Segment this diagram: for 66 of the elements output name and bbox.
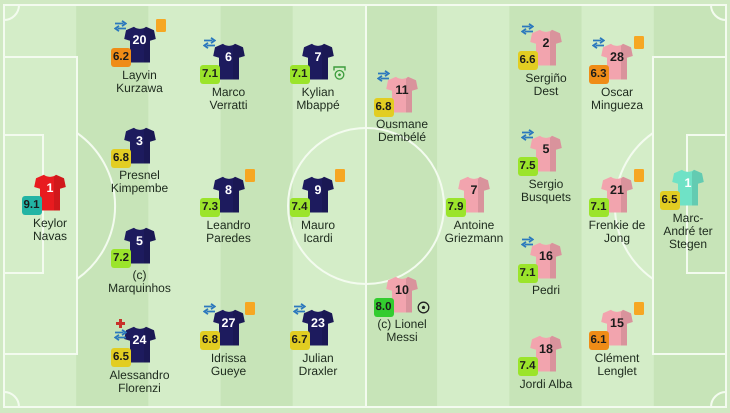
shirt-number: 15 bbox=[609, 316, 625, 330]
rating-badge: 6.2 bbox=[111, 48, 131, 67]
player-name: Pedri bbox=[530, 284, 561, 297]
shirt-number: 7 bbox=[314, 50, 322, 64]
player-name: Ousmane Dembélé bbox=[374, 118, 430, 144]
rating-badge: 6.8 bbox=[374, 98, 394, 116]
rating-badge: 6.5 bbox=[111, 348, 131, 367]
shirt-number: 18 bbox=[538, 342, 554, 356]
rating-badge: 6.8 bbox=[111, 148, 131, 168]
shirt-number: 1 bbox=[46, 181, 54, 195]
player-name: Keylor Navas bbox=[32, 216, 68, 242]
player-name: Julian Draxler bbox=[298, 352, 338, 378]
rating-badge: 7.9 bbox=[446, 198, 466, 217]
rating-badge: 6.7 bbox=[290, 331, 310, 350]
player-name: Alessandro Florenzi bbox=[108, 368, 171, 394]
shirt-number: 5 bbox=[135, 234, 144, 248]
player-name: Oscar Mingueza bbox=[590, 86, 644, 112]
rating-badge: 7.2 bbox=[111, 248, 131, 268]
rating-badge: 6.6 bbox=[518, 51, 538, 70]
rating-badge: 7.3 bbox=[200, 198, 220, 217]
player-name: Frenkie de Jong bbox=[588, 218, 646, 244]
player-name: Leandro Paredes bbox=[205, 218, 252, 244]
rating-badge: 7.1 bbox=[588, 198, 608, 217]
player-name: Layvin Kurzawa bbox=[115, 68, 164, 94]
player-name: Clément Lenglet bbox=[594, 352, 640, 378]
player-name: Mauro Icardi bbox=[300, 218, 336, 244]
rating-badge: 6.5 bbox=[660, 191, 680, 210]
rating-badge: 7.5 bbox=[518, 157, 538, 176]
rating-badge: 6.8 bbox=[200, 331, 220, 350]
rating-badge: 8.0 bbox=[374, 298, 394, 316]
player-name: Marco Verratti bbox=[208, 86, 248, 112]
player-name: Sergiño Dest bbox=[524, 72, 568, 98]
shirt-number: 7 bbox=[470, 183, 478, 197]
shirt-number: 10 bbox=[394, 282, 410, 296]
rating-badge: 7.4 bbox=[518, 357, 538, 376]
rating-badge: 7.1 bbox=[290, 65, 310, 84]
shirt-number: 28 bbox=[609, 50, 625, 64]
shirt-number: 27 bbox=[220, 316, 236, 330]
shirt-number: 21 bbox=[609, 183, 625, 197]
rating-badge: 6.1 bbox=[588, 331, 608, 350]
shirt-number: 24 bbox=[132, 333, 148, 347]
shirt-number: 16 bbox=[538, 248, 554, 262]
player-name: (c) Lionel Messi bbox=[376, 318, 428, 344]
rating-badge: 7.1 bbox=[518, 264, 538, 282]
shirt-number: 6 bbox=[224, 50, 233, 64]
rating-badge: 9.1 bbox=[22, 196, 42, 215]
rating-badge: 7.1 bbox=[200, 65, 220, 84]
shirt-number: 23 bbox=[310, 316, 326, 330]
player-name: Jordi Alba bbox=[518, 378, 574, 390]
shirt-number: 9 bbox=[314, 183, 322, 197]
player-name: Kylian Mbappé bbox=[295, 86, 341, 112]
shirt-number: 2 bbox=[542, 36, 550, 50]
player-name: Sergio Busquets bbox=[520, 178, 572, 204]
player-name: (c) Marquinhos bbox=[107, 269, 172, 295]
shirt-number: 20 bbox=[132, 33, 148, 47]
shirt-number: 8 bbox=[224, 183, 233, 197]
player-name: Idrissa Gueye bbox=[210, 352, 248, 378]
rating-badge: 7.4 bbox=[290, 198, 310, 217]
shirt-number: 11 bbox=[394, 82, 410, 96]
shirt-number: 1 bbox=[684, 176, 692, 190]
rating-badge: 6.3 bbox=[588, 65, 608, 84]
shirt-number: 5 bbox=[542, 142, 550, 156]
shirt-number: 3 bbox=[135, 134, 144, 148]
player-name: Antoine Griezmann bbox=[444, 218, 504, 244]
player-name: Presnel Kimpembe bbox=[110, 169, 170, 195]
player-name: Marc-André ter Stegen bbox=[662, 212, 714, 250]
